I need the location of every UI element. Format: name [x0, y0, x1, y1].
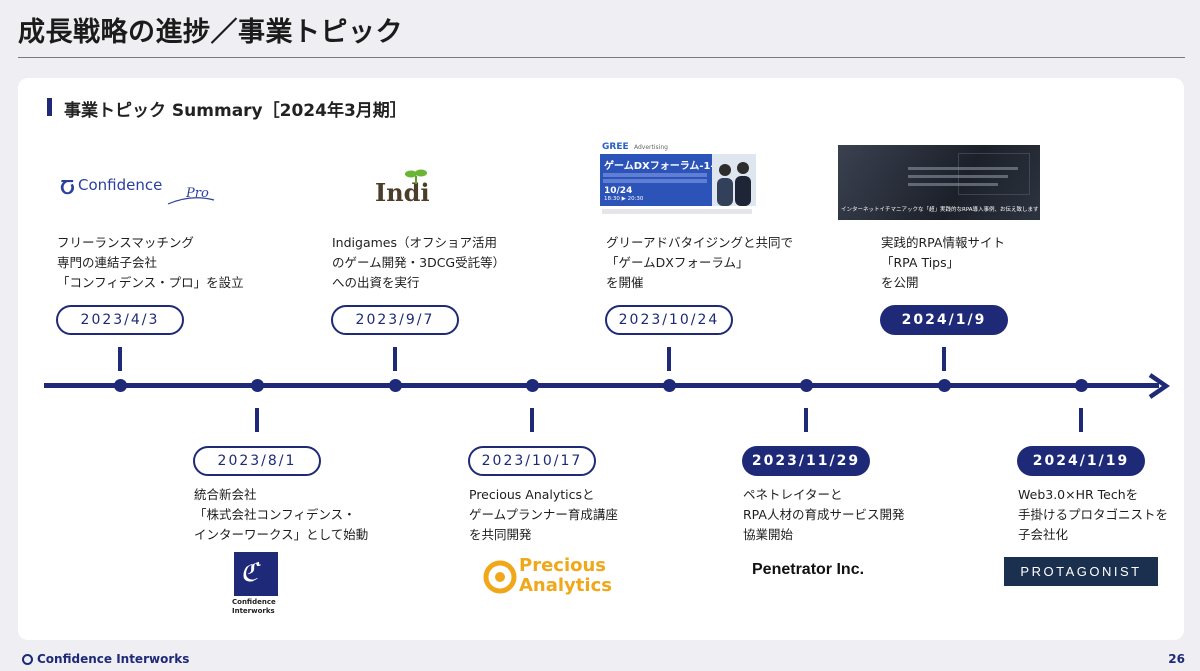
gree-forum-thumbnail: GREE Advertising ゲームDXフォーラム-1- 10/24 18:…	[600, 140, 756, 218]
timeline-connector	[667, 347, 671, 371]
gree-brand: GREE	[602, 142, 629, 152]
ci-logo-line2: Interworks	[232, 607, 275, 615]
sprout-icon	[405, 169, 427, 184]
event-date-badge: 2024/1/9	[880, 305, 1008, 335]
event-date-badge: 2023/8/1	[193, 446, 321, 476]
gree-brand-sub: Advertising	[634, 144, 668, 151]
event-description: Indigames（オフショア活用 のゲーム開発・3DCG受託等） への出資を実…	[332, 235, 506, 290]
gree-title: ゲームDXフォーラム-1-	[604, 161, 715, 172]
event-description: ペネトレイターと RPA人材の育成サービス開発 協業開始	[743, 487, 905, 542]
timeline-connector	[118, 347, 122, 371]
timeline-connector	[1079, 408, 1083, 432]
rpa-tips-thumbnail: インターネットイチマニアックな「超」実践的なRPA導入事例、お伝え致します	[838, 145, 1040, 220]
title-divider	[18, 57, 1185, 58]
precious-line2: Analytics	[519, 575, 612, 596]
protagonist-logo: PROTAGONIST	[1004, 557, 1158, 586]
indi-logo: Indi	[375, 168, 435, 208]
event-description: Web3.0×HR Techを 手掛けるプロタゴニストを 子会社化	[1018, 487, 1169, 542]
event-date-badge: 2023/4/3	[56, 305, 184, 335]
svg-text:Ⴀ: Ⴀ	[60, 179, 75, 199]
confidence-interworks-logo: ℭ Confidence Interworks	[232, 552, 282, 616]
event-description: 実践的RPA情報サイト 「RPA Tips」 を公開	[881, 235, 1005, 290]
event-description: グリーアドバタイジングと共同で 「ゲームDXフォーラム」 を開催	[606, 235, 794, 290]
timeline-dot	[388, 379, 402, 392]
timeline-axis	[44, 383, 1159, 388]
event-date-badge: 2024/1/19	[1017, 446, 1145, 476]
confidence-pro-mark-icon: Ⴀ	[60, 179, 75, 199]
timeline-dot	[662, 379, 676, 392]
event-date-badge: 2023/10/17	[468, 446, 596, 476]
confidence-pro-sub: Pro	[186, 186, 209, 201]
page-number: 26	[1168, 652, 1185, 666]
event-date-badge: 2023/11/29	[742, 446, 870, 476]
gree-time: 18:30 ▶ 20:30	[604, 196, 644, 202]
penetrator-logo: Penetrator Inc.	[752, 561, 865, 578]
timeline-connector	[255, 408, 259, 432]
section-marker	[47, 98, 52, 116]
swoosh-icon	[167, 197, 215, 205]
timeline-arrow-icon	[1148, 373, 1170, 399]
rpa-tips-caption: インターネットイチマニアックな「超」実践的なRPA導入事例、お伝え致します	[841, 207, 1039, 213]
footer-logo-mark-icon	[22, 654, 33, 665]
timeline-dot	[799, 379, 813, 392]
ci-mark-icon: ℭ	[234, 552, 278, 596]
precious-analytics-logo: Precious Analytics	[483, 556, 615, 598]
page-title: 成長戦略の進捗／事業トピック	[18, 17, 403, 48]
precious-line1: Precious	[519, 555, 607, 576]
footer-logo-text: Confidence Interworks	[37, 652, 190, 666]
precious-mark-icon	[483, 560, 517, 594]
timeline-connector	[393, 347, 397, 371]
timeline-dot	[1074, 379, 1088, 392]
timeline-dot	[113, 379, 127, 392]
timeline-dot	[937, 379, 951, 392]
indi-text: Indi	[375, 178, 430, 207]
timeline-dot	[525, 379, 539, 392]
protagonist-text: PROTAGONIST	[1020, 564, 1142, 579]
confidence-pro-logo: Ⴀ Confidence Pro	[58, 174, 218, 210]
speakers-photo-icon	[717, 162, 751, 206]
confidence-pro-text: Confidence	[78, 176, 163, 194]
event-description: Precious Analyticsと ゲームプランナー育成講座 を共同開発	[469, 487, 618, 542]
timeline-connector	[942, 347, 946, 371]
timeline-connector	[804, 408, 808, 432]
timeline-dot	[250, 379, 264, 392]
gree-date: 10/24	[604, 186, 633, 196]
section-title: 事業トピック Summary［2024年3月期］	[64, 101, 407, 121]
event-description: フリーランスマッチング 専門の連結子会社 「コンフィデンス・プロ」を設立	[57, 235, 244, 290]
footer-logo: Confidence Interworks	[22, 652, 189, 666]
event-date-badge: 2023/10/24	[605, 305, 733, 335]
ci-logo-line1: Confidence	[232, 598, 276, 606]
timeline-connector	[530, 408, 534, 432]
event-description: 統合新会社 「株式会社コンフィデンス・ インターワークス」として始動	[194, 487, 369, 542]
event-date-badge: 2023/9/7	[331, 305, 459, 335]
